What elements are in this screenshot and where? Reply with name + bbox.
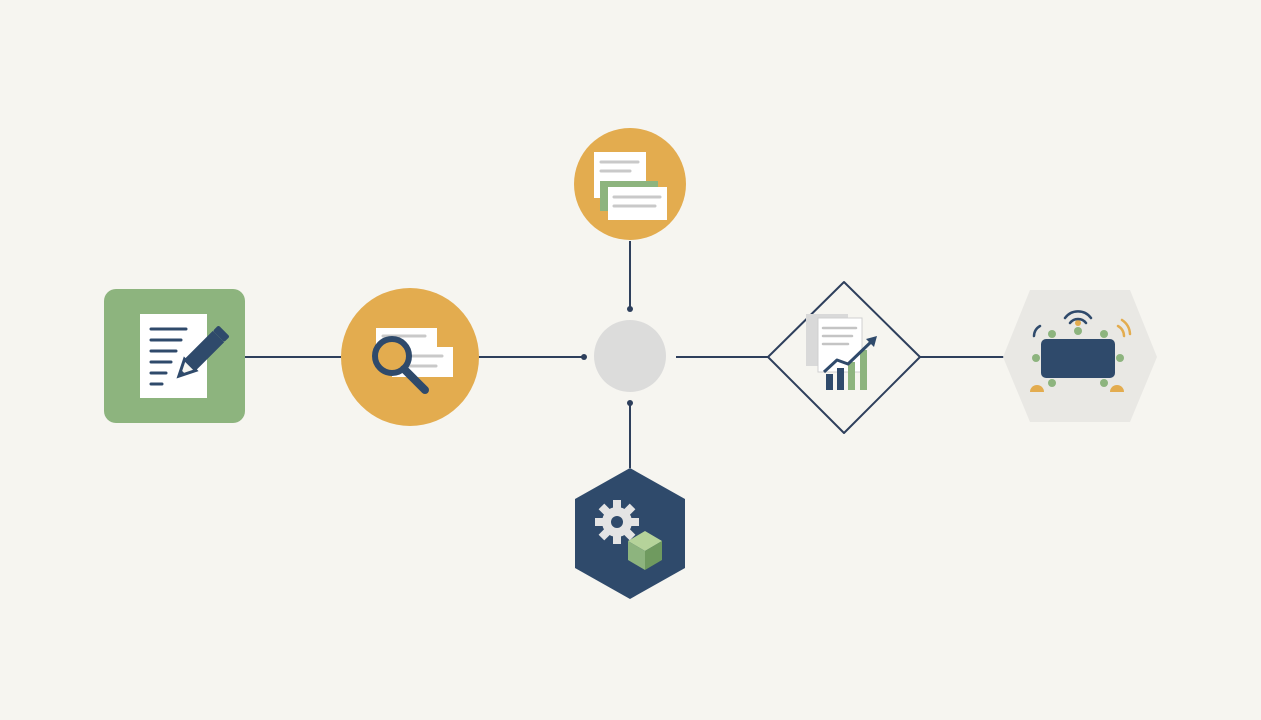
- node-draft[interactable]: [104, 289, 245, 423]
- connectors: [244, 241, 1005, 468]
- node-analysis[interactable]: [767, 281, 921, 434]
- magnifier-documents-icon: [372, 328, 453, 394]
- node-review[interactable]: [341, 288, 479, 426]
- connector-dot: [627, 306, 633, 312]
- stacked-cards-icon: [594, 152, 667, 220]
- connector-dot: [627, 400, 633, 406]
- gear-cube-icon: [595, 500, 662, 570]
- conference-table-icon: [1030, 310, 1132, 392]
- document-pencil-icon: [140, 314, 229, 398]
- node-meeting[interactable]: [1003, 290, 1157, 422]
- report-growth-chart-icon: [806, 314, 877, 390]
- node-records[interactable]: [574, 128, 686, 240]
- connector-dot: [581, 354, 587, 360]
- node-hub[interactable]: [594, 320, 666, 392]
- node-processing[interactable]: [575, 468, 685, 599]
